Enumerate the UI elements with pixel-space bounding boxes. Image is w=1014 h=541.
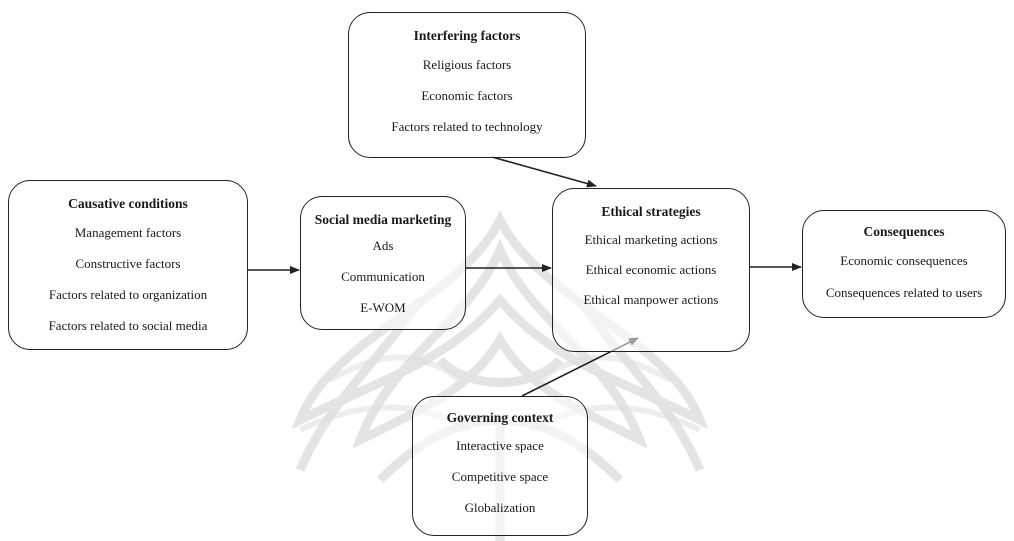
ethical-strategies-title: Ethical strategies (601, 204, 701, 219)
ethical-item: Ethical economic actions (585, 262, 717, 277)
consequences-title: Consequences (863, 224, 945, 239)
smm-item: E-WOM (360, 300, 406, 315)
smm-item: Communication (341, 269, 425, 284)
causative-item: Factors related to organization (48, 287, 208, 302)
social-media-marketing-box: Social media marketing Ads Communication… (300, 196, 466, 330)
interfering-item: Economic factors (421, 88, 513, 103)
causative-conditions-title: Causative conditions (68, 196, 188, 211)
causative-item: Constructive factors (75, 256, 181, 271)
interfering-factors-box: Interfering factors Religious factors Ec… (348, 12, 586, 158)
causative-item: Management factors (74, 225, 182, 240)
consequences-item: Consequences related to users (825, 285, 983, 300)
governing-context-box: Governing context Interactive space Comp… (412, 396, 588, 536)
interfering-item: Factors related to technology (391, 119, 543, 134)
governing-item: Interactive space (456, 438, 544, 453)
governing-context-title: Governing context (446, 410, 554, 425)
governing-item: Competitive space (451, 469, 549, 484)
ethical-strategies-box: Ethical strategies Ethical marketing act… (552, 188, 750, 352)
smm-item: Ads (372, 238, 394, 253)
governing-item: Globalization (464, 500, 536, 515)
interfering-item: Religious factors (422, 57, 512, 72)
ethical-item: Ethical manpower actions (583, 292, 719, 307)
social-media-marketing-title: Social media marketing (314, 212, 452, 227)
arrow-interfering-to-ethical (491, 156, 597, 188)
consequences-box: Consequences Economic consequences Conse… (802, 210, 1006, 318)
interfering-factors-title: Interfering factors (413, 28, 521, 43)
consequences-item: Economic consequences (840, 253, 968, 268)
ethical-item: Ethical marketing actions (584, 232, 718, 247)
causative-conditions-box: Causative conditions Management factors … (8, 180, 248, 350)
causative-item: Factors related to social media (48, 318, 208, 333)
